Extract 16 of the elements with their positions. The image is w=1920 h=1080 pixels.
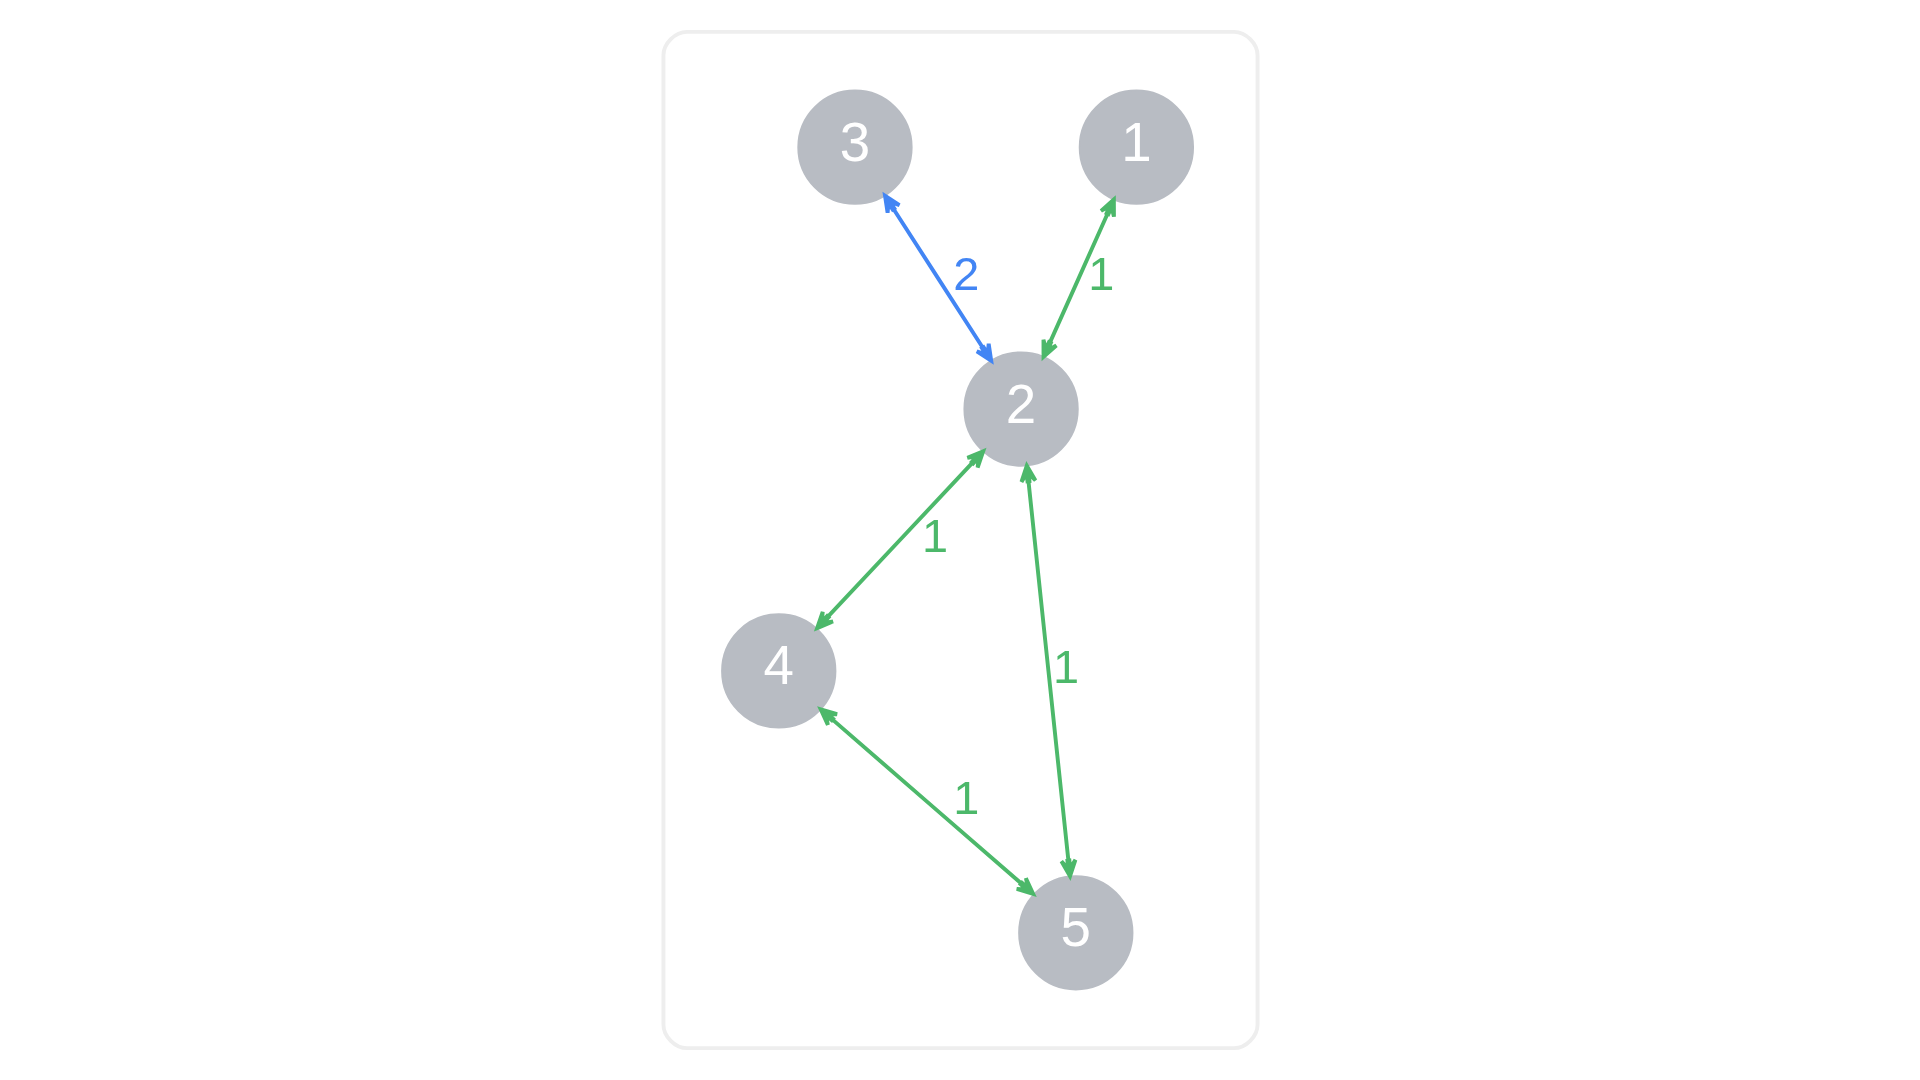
edge-label: 1: [921, 510, 948, 563]
arrow: [882, 193, 993, 363]
node-circle: 4: [720, 613, 836, 729]
node-circle: 2: [962, 351, 1079, 467]
arrow: [814, 449, 985, 631]
edge-label: 1: [1087, 248, 1114, 301]
edge-label: 1: [952, 771, 979, 824]
node-circle: 5: [1017, 875, 1133, 991]
cluster: [661, 29, 1259, 1051]
edge-label: 2: [952, 248, 979, 301]
edge-label: 1: [1052, 641, 1079, 694]
arrow: [1041, 197, 1116, 359]
node-circle: 1: [1078, 89, 1194, 205]
node-circle: 3: [796, 89, 913, 205]
arrow: [1019, 463, 1077, 879]
arrow: [818, 707, 1035, 896]
